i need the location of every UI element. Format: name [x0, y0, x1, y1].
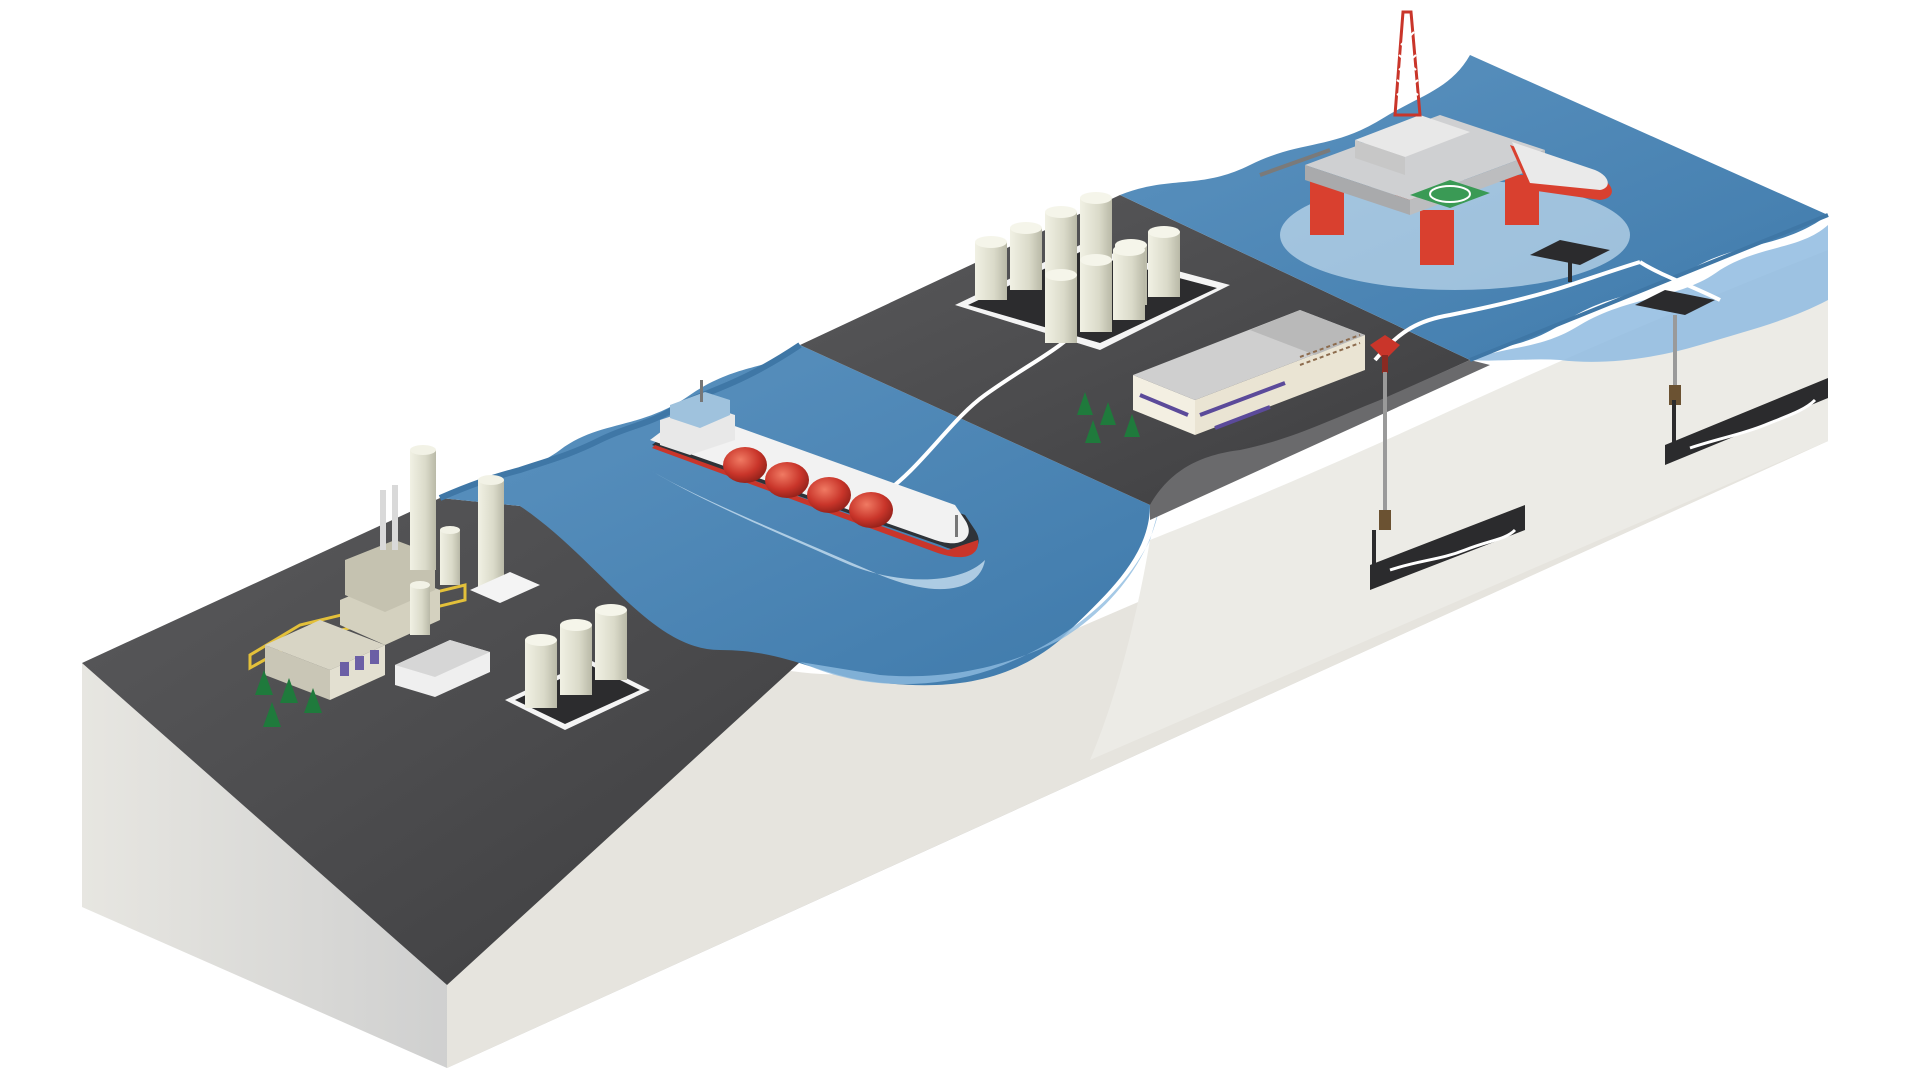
storage-tank-icon	[560, 625, 592, 695]
ship-wake	[650, 470, 985, 590]
ground-processing-area	[800, 195, 1470, 505]
derrick-bracing	[1396, 31, 1419, 96]
tank-top	[595, 604, 627, 616]
ground-processing-shore	[1150, 360, 1490, 520]
storage-tank-icon	[1080, 260, 1112, 332]
storage-tank-icon	[1010, 228, 1042, 290]
lng-dome	[807, 477, 851, 513]
chimney-top	[410, 445, 436, 455]
chimney-top	[478, 475, 504, 485]
lng-dome	[765, 462, 809, 498]
warehouse-stripe	[1139, 381, 1286, 430]
storage-tank-icon	[1045, 212, 1077, 278]
rig-module	[1355, 115, 1470, 157]
reservoir-gas-pocket	[1389, 528, 1517, 572]
processing-facility	[1077, 310, 1365, 443]
platform-ripple	[1280, 180, 1630, 290]
subsea-template-2	[1635, 290, 1828, 465]
tank-top	[1080, 254, 1112, 266]
tank-top	[975, 236, 1007, 248]
helipad-marking	[1429, 185, 1471, 203]
tank-top	[1045, 206, 1077, 218]
subsea-template-1	[1530, 240, 1610, 282]
lng-dome	[723, 447, 767, 483]
storage-tank-icon	[1148, 232, 1180, 297]
sea-front-edge	[1469, 213, 1829, 362]
equipment-pad	[470, 572, 540, 603]
ship-hull-red	[652, 445, 979, 558]
subsea-template-icon	[1530, 240, 1610, 265]
helipad	[1410, 180, 1490, 208]
chimney	[478, 480, 504, 590]
well-bore-lower	[1372, 530, 1376, 575]
sea-offshore-shallow	[1470, 225, 1828, 362]
tank-top	[560, 619, 592, 631]
tank-top	[1148, 226, 1180, 238]
warehouse-windows	[1299, 334, 1361, 366]
wellhead-stem	[1382, 355, 1388, 373]
template-leg	[1568, 262, 1572, 282]
plant-window	[340, 662, 349, 676]
lng-dome	[849, 492, 893, 528]
plant-building-front	[265, 645, 330, 700]
derrick-icon	[1393, 10, 1422, 117]
plant-window	[370, 650, 379, 664]
ship-bridge-top	[670, 392, 730, 428]
well-bore-lower	[1672, 400, 1676, 450]
gas-power-plant	[248, 445, 540, 727]
tree-icon	[1085, 420, 1101, 443]
chimney	[410, 450, 436, 570]
exhaust-stack	[380, 490, 386, 550]
subsea-pipeline	[1373, 260, 1641, 362]
gas-reservoir-1	[1370, 505, 1525, 590]
tree-icon	[1100, 402, 1116, 425]
small-tank-top	[410, 581, 430, 589]
onshore-storage-tanks-small	[505, 604, 650, 730]
lng-storage-tank-farm	[955, 192, 1230, 350]
rig-module-side	[1355, 140, 1405, 175]
template-riser	[1673, 315, 1677, 385]
tank-top	[1080, 192, 1112, 204]
supply-vessel-deck	[1512, 142, 1608, 190]
reservoir-gas-pocket	[1689, 398, 1817, 450]
small-tank-top	[440, 526, 460, 534]
onshore-wellhead	[1370, 335, 1525, 590]
lng-carrier-ship	[650, 380, 985, 590]
wellhead-icon	[1370, 335, 1400, 360]
storage-tank-icon	[1113, 250, 1145, 320]
well-casing	[1379, 510, 1391, 530]
ship-mast	[700, 380, 703, 402]
tree-icon	[304, 688, 322, 713]
storage-tank-icon	[525, 640, 557, 708]
ship-bow-mast	[955, 515, 958, 537]
tank-top	[1045, 269, 1077, 281]
exhaust-stack	[392, 485, 398, 550]
tank-top	[525, 634, 557, 646]
tank-top	[1113, 244, 1145, 256]
rig-deck-side	[1305, 165, 1410, 215]
tree-icon	[1124, 414, 1140, 437]
tree-icon	[280, 678, 298, 703]
subsea-template-icon	[1635, 290, 1715, 315]
storage-tank-icon	[1045, 275, 1077, 343]
tree-icon	[263, 702, 281, 727]
crane-icon	[1259, 148, 1331, 177]
storage-shed-roof	[395, 640, 490, 677]
well-bore	[1383, 372, 1387, 527]
subsea-pipeline-2	[1638, 260, 1721, 302]
tree-icon	[255, 670, 273, 695]
small-tank	[410, 585, 430, 635]
seabed-profile	[1090, 250, 1828, 760]
storage-tank-icon	[975, 242, 1007, 300]
plant-window	[355, 656, 364, 670]
tank-top	[1010, 222, 1042, 234]
rig-column	[1420, 210, 1454, 265]
earth-block	[82, 250, 1828, 1068]
tree-icon	[1077, 392, 1093, 415]
small-tank	[440, 530, 460, 585]
storage-tank-icon	[595, 610, 627, 680]
offshore-drilling-platform	[1259, 10, 1630, 290]
rig-deck	[1305, 115, 1545, 200]
